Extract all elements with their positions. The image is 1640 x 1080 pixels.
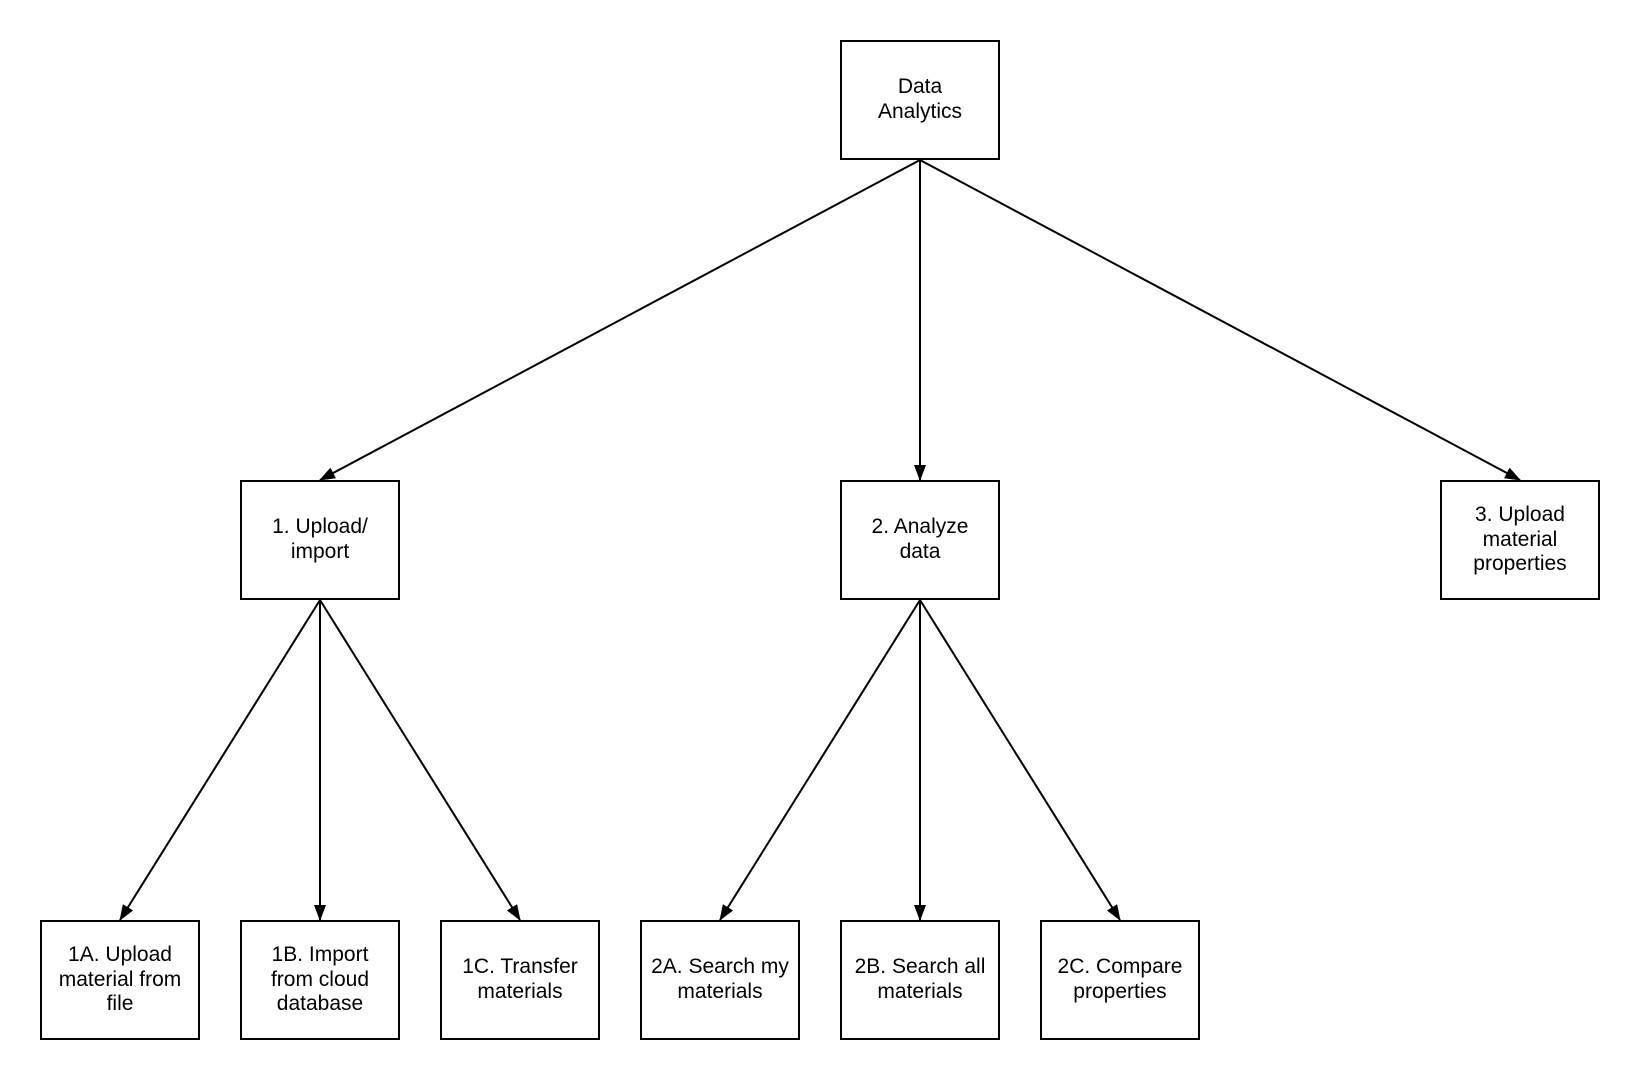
- edge-node1-node1a: [119, 599, 321, 921]
- node-search-all-materials-label: 2B. Search all materials: [854, 955, 986, 1003]
- node-import-from-cloud-database-label: 1B. Import from cloud database: [270, 943, 370, 1016]
- node-analyze-data: 2. Analyze data: [840, 480, 1000, 600]
- node-upload-import: 1. Upload/ import: [240, 480, 400, 600]
- node-upload-material-properties: 3. Upload material properties: [1440, 480, 1600, 600]
- edge-root-node1: [319, 159, 921, 481]
- node-data-analytics-label: Data Analytics: [877, 75, 963, 123]
- node-upload-import-label: 1. Upload/ import: [272, 515, 368, 563]
- node-upload-material-properties-label: 3. Upload material properties: [1473, 503, 1567, 576]
- node-transfer-materials: 1C. Transfer materials: [440, 920, 600, 1040]
- node-analyze-data-label: 2. Analyze data: [871, 515, 969, 563]
- node-compare-properties-label: 2C. Compare properties: [1057, 955, 1183, 1003]
- node-transfer-materials-label: 1C. Transfer materials: [462, 955, 578, 1003]
- node-data-analytics: Data Analytics: [840, 40, 1000, 160]
- node-upload-material-from-file: 1A. Upload material from file: [40, 920, 200, 1040]
- edge-node2-node2c: [919, 599, 1121, 921]
- edge-node1-node1c: [319, 599, 521, 921]
- edge-node2-node2a: [719, 599, 921, 921]
- node-import-from-cloud-database: 1B. Import from cloud database: [240, 920, 400, 1040]
- edge-root-node3: [919, 159, 1521, 481]
- node-search-my-materials-label: 2A. Search my materials: [651, 955, 789, 1003]
- node-upload-material-from-file-label: 1A. Upload material from file: [58, 943, 182, 1016]
- node-search-all-materials: 2B. Search all materials: [840, 920, 1000, 1040]
- node-search-my-materials: 2A. Search my materials: [640, 920, 800, 1040]
- node-compare-properties: 2C. Compare properties: [1040, 920, 1200, 1040]
